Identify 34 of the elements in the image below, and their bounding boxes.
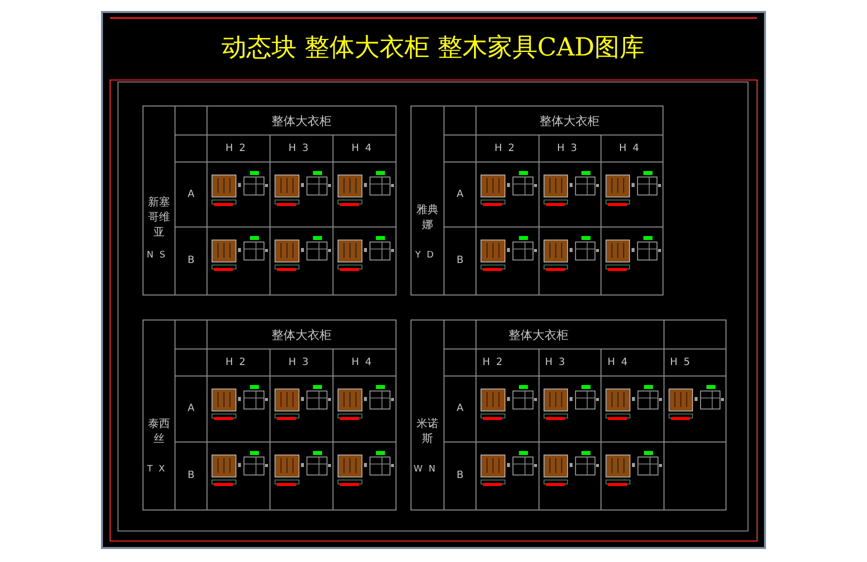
table-cell-text: H4	[352, 358, 378, 368]
table-cell-text: H4	[352, 144, 378, 154]
table-cell-text: B	[188, 256, 194, 266]
table-cell-text: H3	[545, 358, 571, 368]
table-cell-text: A	[456, 190, 464, 200]
table-cell-text: A	[188, 190, 194, 200]
table-cell-text: 雅典娜	[416, 202, 440, 232]
table-cell-text: H3	[557, 144, 583, 154]
table-cell-text: H2	[494, 144, 520, 154]
table-cell-text: 整体大衣柜	[540, 114, 600, 126]
table-cell-text: WN	[414, 466, 442, 474]
table-cell-text: H2	[482, 358, 508, 368]
table-cell-text: NS	[146, 251, 172, 260]
table-cell-text: 整体大衣柜	[272, 328, 332, 340]
table-cell-text: YD	[415, 251, 440, 260]
table-cell-text: H4	[608, 358, 634, 368]
table-cell-text: 泰西丝	[147, 416, 171, 446]
table-cell-text: 新塞哥维亚	[147, 194, 171, 239]
table-cell-text: B	[456, 471, 464, 481]
table-cell-text: H2	[226, 144, 252, 154]
table-cell-text: B	[456, 256, 464, 266]
table-cell-text: 米诺斯	[416, 416, 440, 446]
table-cell-text: H3	[288, 144, 314, 154]
table-cell-text: 整体大衣柜	[508, 328, 568, 340]
table-cell-text: 整体大衣柜	[272, 114, 332, 126]
table-cell-text: A	[456, 404, 464, 414]
table-cell-text: H5	[670, 358, 696, 368]
table-cell-text: B	[188, 471, 194, 481]
table-cell-text: TX	[147, 466, 171, 474]
table-cell-text: A	[188, 404, 194, 414]
table-cell-text: H3	[288, 358, 314, 368]
table-cell-text: H2	[226, 358, 252, 368]
drawing-title: 动态块 整体大衣柜 整木家具CAD图库	[221, 34, 645, 60]
table-cell-text: H4	[619, 144, 645, 154]
